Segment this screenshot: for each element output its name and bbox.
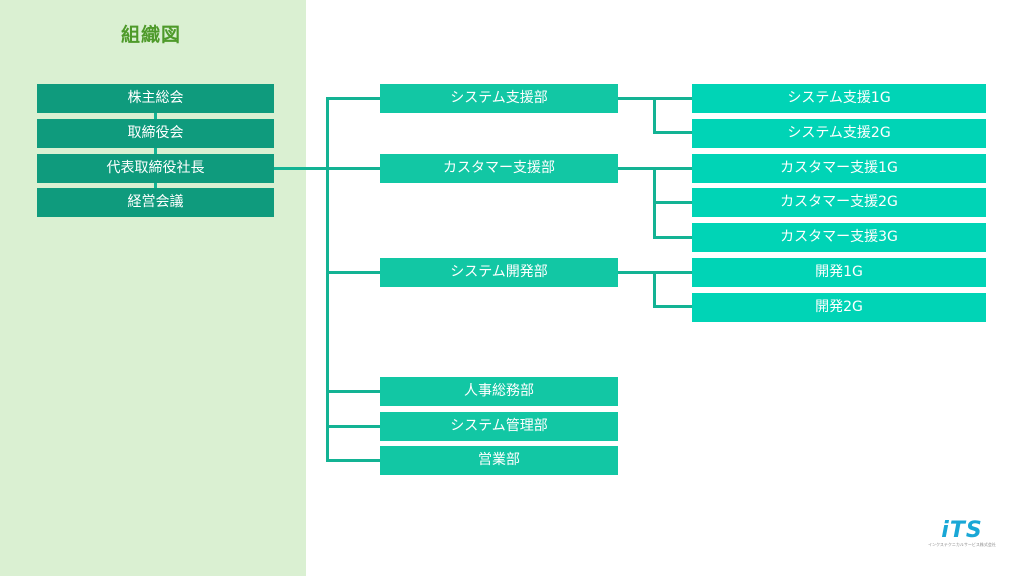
box-board-of-directors: 取締役会 (37, 119, 274, 148)
box-group-development-2g: 開発2G (692, 293, 986, 322)
connector-development-g2 (653, 305, 692, 308)
company-logo: iTS インクステクニカルサービス株式会社 (922, 520, 1002, 548)
logo-mark: iTS (941, 518, 983, 543)
box-group-system-support-2g: システム支援2G (692, 119, 986, 148)
connector-system-support-vertical (653, 97, 656, 134)
connector-dept-6 (326, 459, 380, 462)
connector-dept-2 (326, 167, 380, 170)
box-dept-sales: 営業部 (380, 446, 618, 475)
connector-dept-4 (326, 390, 380, 393)
box-dept-hr-general-affairs: 人事総務部 (380, 377, 618, 406)
box-group-system-support-1g: システム支援1G (692, 84, 986, 113)
box-group-customer-support-1g: カスタマー支援1G (692, 154, 986, 183)
connector-exec-vertical (154, 98, 157, 203)
connector-president-trunk (274, 167, 328, 170)
box-dept-system-development: システム開発部 (380, 258, 618, 287)
connector-customer-support-g2 (653, 201, 692, 204)
box-dept-system-management: システム管理部 (380, 412, 618, 441)
logo-subtitle: インクステクニカルサービス株式会社 (928, 542, 996, 547)
box-president: 代表取締役社長 (37, 154, 274, 183)
connector-dept-5 (326, 425, 380, 428)
connector-customer-support-g3 (653, 236, 692, 239)
box-dept-customer-support: カスタマー支援部 (380, 154, 618, 183)
page-title: 組織図 (121, 24, 182, 46)
connector-dept-3 (326, 271, 380, 274)
box-management-meeting: 経営会議 (37, 188, 274, 217)
box-dept-system-support: システム支援部 (380, 84, 618, 113)
box-group-customer-support-2g: カスタマー支援2G (692, 188, 986, 217)
box-group-development-1g: 開発1G (692, 258, 986, 287)
box-shareholders-meeting: 株主総会 (37, 84, 274, 113)
connector-development-vertical (653, 271, 656, 307)
connector-dept-trunk (326, 97, 329, 461)
connector-system-support-g2 (653, 131, 692, 134)
box-group-customer-support-3g: カスタマー支援3G (692, 223, 986, 252)
connector-dept-1 (326, 97, 380, 100)
